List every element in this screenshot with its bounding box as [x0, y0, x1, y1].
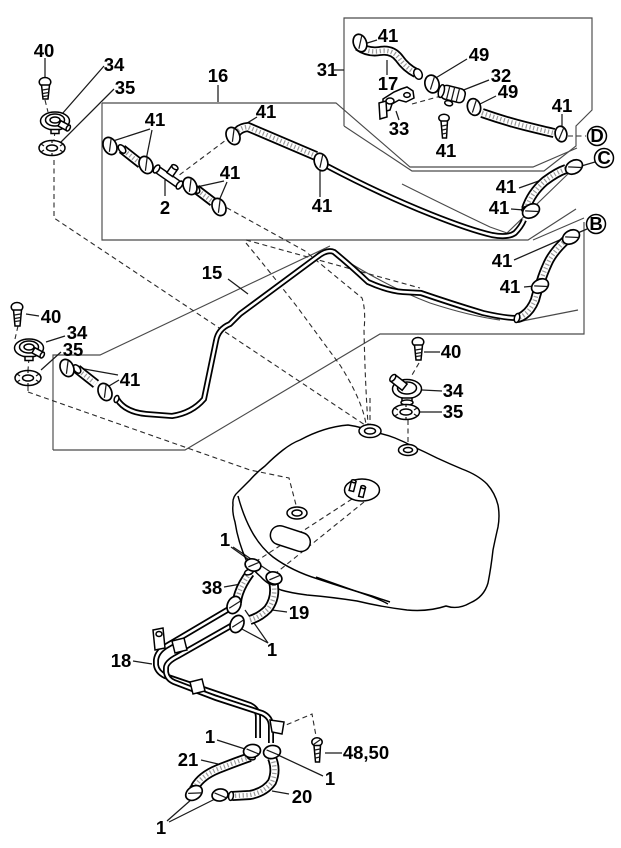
svg-text:40: 40	[441, 341, 462, 362]
svg-text:20: 20	[292, 786, 313, 807]
svg-text:41: 41	[436, 140, 457, 161]
svg-text:41: 41	[220, 162, 241, 183]
svg-text:1: 1	[156, 817, 166, 838]
svg-text:35: 35	[443, 401, 464, 422]
svg-text:48,50: 48,50	[343, 742, 389, 763]
svg-text:34: 34	[104, 54, 125, 75]
svg-text:1: 1	[220, 529, 230, 550]
svg-text:41: 41	[489, 197, 510, 218]
svg-text:41: 41	[312, 195, 333, 216]
svg-text:35: 35	[115, 77, 136, 98]
svg-text:34: 34	[443, 380, 464, 401]
svg-text:41: 41	[492, 250, 513, 271]
svg-text:49: 49	[498, 81, 519, 102]
svg-text:33: 33	[389, 118, 410, 139]
svg-text:41: 41	[145, 109, 166, 130]
svg-text:D: D	[590, 125, 603, 146]
svg-text:31: 31	[317, 59, 338, 80]
svg-text:41: 41	[120, 369, 141, 390]
svg-text:15: 15	[202, 262, 223, 283]
svg-text:41: 41	[552, 95, 573, 116]
svg-text:B: B	[589, 213, 602, 234]
svg-text:34: 34	[67, 322, 88, 343]
svg-text:40: 40	[34, 40, 55, 61]
svg-text:1: 1	[267, 639, 277, 660]
svg-text:1: 1	[325, 768, 335, 789]
svg-text:35: 35	[63, 339, 84, 360]
svg-text:38: 38	[202, 577, 223, 598]
svg-text:16: 16	[208, 65, 229, 86]
svg-text:21: 21	[178, 749, 199, 770]
svg-text:41: 41	[256, 101, 277, 122]
svg-text:18: 18	[111, 650, 132, 671]
svg-text:40: 40	[41, 306, 62, 327]
svg-text:41: 41	[378, 25, 399, 46]
svg-text:41: 41	[496, 176, 517, 197]
svg-text:C: C	[597, 147, 610, 168]
svg-text:2: 2	[160, 197, 170, 218]
svg-text:49: 49	[469, 44, 490, 65]
svg-text:41: 41	[500, 276, 521, 297]
svg-text:19: 19	[289, 602, 310, 623]
svg-text:17: 17	[378, 73, 399, 94]
svg-text:32: 32	[491, 65, 512, 86]
svg-text:1: 1	[205, 726, 215, 747]
